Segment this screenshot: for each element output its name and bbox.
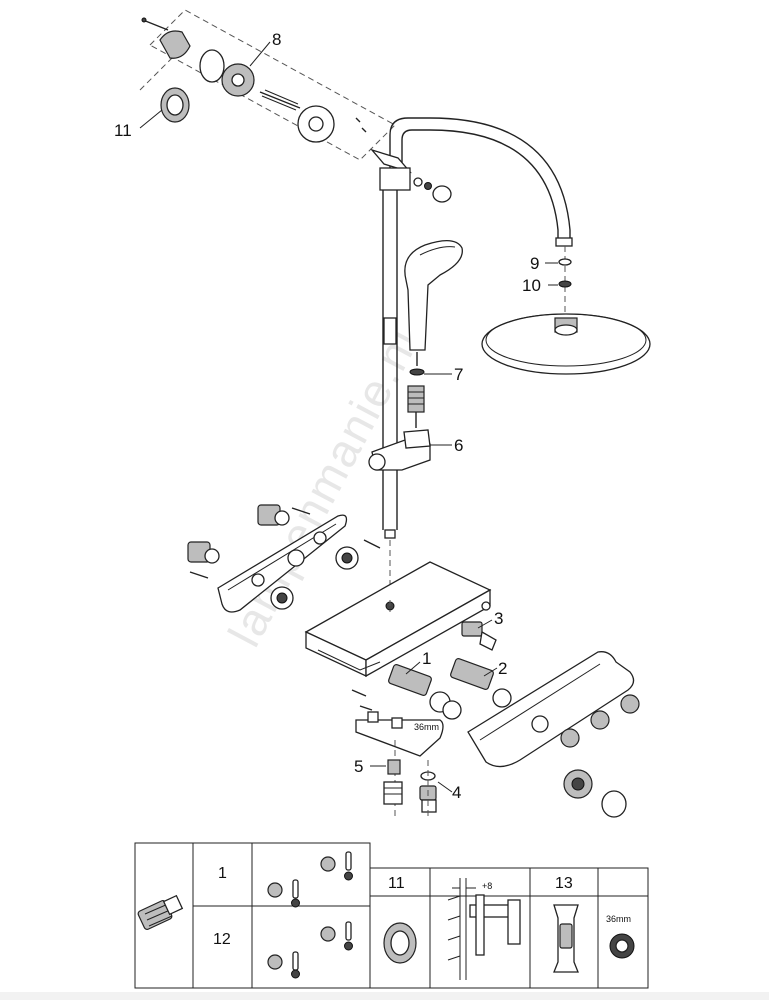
thermostat-shelf — [304, 561, 512, 720]
callout-7: 7 — [454, 365, 463, 384]
callout-leaders — [139, 41, 558, 793]
callout-8: 8 — [272, 30, 281, 49]
wrench-tool-icon — [553, 904, 579, 973]
legend-row-1-label: 1 — [218, 865, 227, 882]
hand-shower — [368, 240, 463, 471]
legend-row-1-icons — [267, 851, 353, 908]
callout-1: 1 — [422, 649, 431, 668]
mixer-body — [351, 651, 640, 818]
nut-36mm-icon — [609, 933, 635, 959]
offset-illustration — [447, 878, 521, 980]
callout-3: 3 — [494, 609, 503, 628]
shower-riser — [370, 117, 573, 600]
connector-illustration — [137, 894, 184, 931]
legend-row-12-icons — [267, 921, 353, 979]
wall-bracket-group — [139, 9, 396, 161]
diverter-group — [355, 711, 444, 820]
callout-9: 9 — [530, 254, 539, 273]
legend-11-label: 11 — [388, 875, 405, 892]
callout-2: 2 — [498, 659, 507, 678]
bottom-bar — [0, 992, 769, 1000]
offset-label: +8 — [482, 881, 492, 891]
callout-4: 4 — [452, 783, 461, 802]
head-shower — [481, 246, 651, 375]
callout-11: 11 — [114, 121, 132, 140]
callout-6: 6 — [454, 436, 463, 455]
legend-13-label: 13 — [555, 875, 573, 892]
ring-size-label: 36mm — [606, 914, 631, 924]
callout-10: 10 — [522, 276, 541, 295]
size-label: 36mm — [414, 722, 439, 732]
wall-plate-assembly — [187, 504, 381, 613]
legend-row-12-label: 12 — [213, 931, 231, 948]
parts-legend-table: 1 12 11 — [134, 842, 649, 989]
callout-5: 5 — [354, 757, 363, 776]
